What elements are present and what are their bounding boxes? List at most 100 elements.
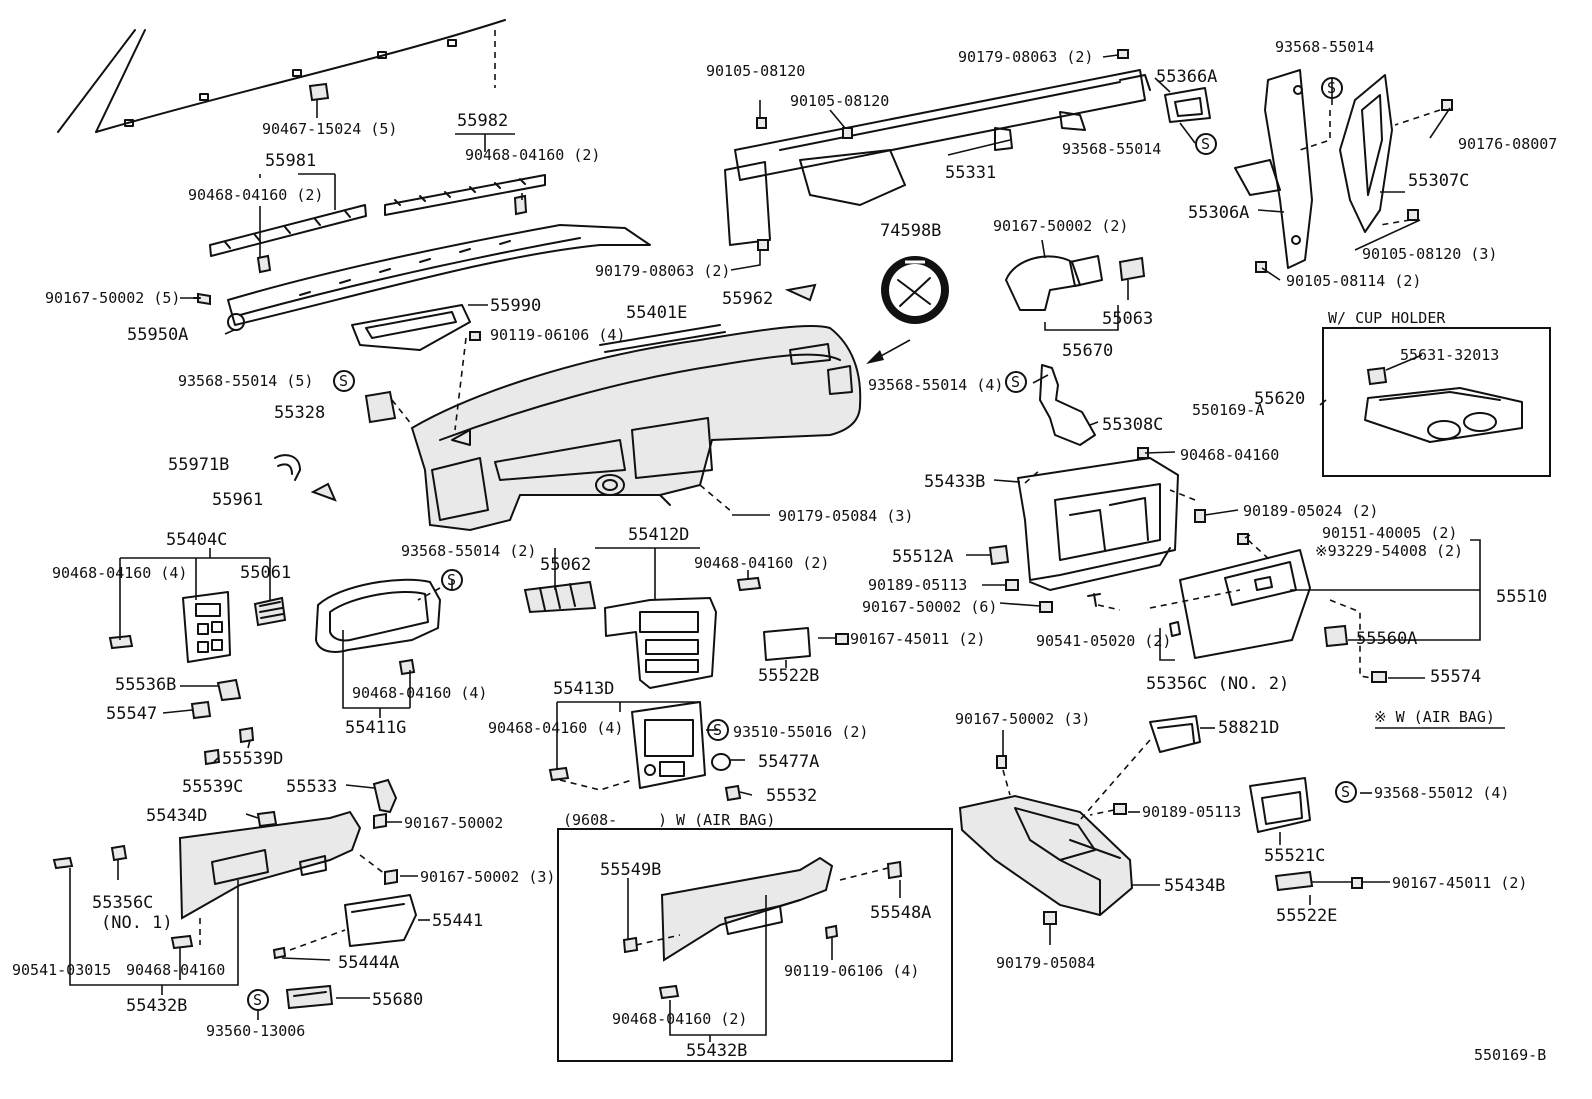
part-55432B-lower-finish-panel: [178, 810, 362, 920]
part-55061-vent: [253, 596, 287, 627]
part-55328-clip: [364, 390, 413, 426]
label-90468-04160b: 90468-04160: [126, 961, 225, 979]
part-55434D: [256, 810, 278, 828]
part-55962: [784, 283, 817, 302]
clip-90468-04160-center: [736, 576, 762, 592]
label-55413D: 55413D: [553, 679, 614, 699]
part-55680: [285, 984, 334, 1010]
bolt-90167-45011: [835, 633, 849, 645]
s-circle-letters: S S S S S S S S: [253, 79, 1350, 1009]
part-55533: [372, 778, 398, 814]
part-55444A: [272, 946, 287, 960]
label-90468-04160-2c: 90468-04160 (2): [694, 554, 829, 572]
s-letter: S: [1201, 135, 1210, 153]
clip-90467-15024: [308, 82, 330, 102]
part-55307C-bracket: [1339, 74, 1393, 233]
part-55521C: [1249, 777, 1311, 833]
part-55547: [190, 700, 212, 720]
label-55061: 55061: [240, 563, 291, 583]
airbag-warning-label-74598B: [866, 256, 949, 364]
label-55404C: 55404C: [166, 530, 227, 550]
part-55971B-hose: [274, 454, 301, 481]
label-93568-55014a: 93568-55014: [1062, 140, 1161, 158]
bolt-90119-06106: [469, 331, 481, 341]
s-letter: S: [447, 571, 456, 589]
label-90189-05113a: 90189-05113: [868, 576, 967, 594]
label-55356C-no1-b: (NO. 1): [101, 913, 173, 933]
label-90541-05020-2: 90541-05020 (2): [1036, 632, 1171, 650]
part-55441-coin-box: [344, 894, 417, 947]
part-55356C-no2: [1169, 621, 1181, 637]
label-90105-08120b: 90105-08120: [790, 92, 889, 110]
part-55063-relay: [1118, 256, 1146, 282]
label-90468-04160-4a: 90468-04160 (4): [52, 564, 187, 582]
s-letter: S: [1011, 373, 1020, 391]
label-90189-05113b: 90189-05113: [1142, 803, 1241, 821]
part-55574: [1371, 671, 1387, 683]
clip-90468-04160-left: [108, 634, 134, 650]
bolt-90167-50002-5: [193, 292, 211, 306]
label-58821D: 58821D: [1218, 718, 1279, 738]
label-55356C-no2: 55356C (NO. 2): [1146, 674, 1289, 694]
label-93568-55014-5: 93568-55014 (5): [178, 372, 313, 390]
label-55432B-a: 55432B: [126, 996, 187, 1016]
label-90167-50002-2: 90167-50002 (2): [993, 217, 1128, 235]
label-55441: 55441: [432, 911, 483, 931]
label-55411G: 55411G: [345, 718, 406, 738]
label-55533: 55533: [286, 777, 337, 797]
label-55574: 55574: [1430, 667, 1481, 687]
part-55306A-bracket: [1234, 69, 1313, 269]
label-55510: 55510: [1496, 587, 1547, 607]
part-55522B: [763, 627, 811, 661]
label-55522B: 55522B: [758, 666, 819, 686]
part-55434B-console-box: [958, 794, 1134, 917]
label-55547: 55547: [106, 704, 157, 724]
bolt-90167-45011-b: [1351, 877, 1363, 889]
part-55522E: [1274, 870, 1314, 892]
label-55306A: 55306A: [1188, 203, 1249, 223]
label-55962: 55962: [722, 289, 773, 309]
part-55510-glove-box-door: [1149, 549, 1311, 659]
label-90167-50002-3b: 90167-50002 (3): [955, 710, 1090, 728]
bolts-lower-left: [373, 812, 398, 886]
s-letter: S: [1327, 79, 1336, 97]
label-55512A: 55512A: [892, 547, 953, 567]
label-55444A: 55444A: [338, 953, 399, 973]
label-55063: 55063: [1102, 309, 1153, 329]
label-55680: 55680: [372, 990, 423, 1010]
part-55539C: [203, 748, 221, 766]
part-55308C-bracket: [1039, 364, 1096, 446]
part-55411G-cluster-finish-panel: [315, 578, 441, 676]
part-55990-panel: [351, 304, 471, 351]
label-55670: 55670: [1062, 341, 1113, 361]
part-number-labels: 90467-15024 (5) 55982 90468-04160 (2) 55…: [12, 38, 1557, 1064]
part-55536B: [216, 678, 242, 702]
s-letter: S: [713, 721, 722, 739]
part-55433B-glove-compartment-housing: [1017, 457, 1179, 591]
inset-title-b: ) W (AIR BAG): [658, 811, 775, 829]
part-55512A: [988, 544, 1010, 566]
part-55950A-defroster-duct: [227, 224, 651, 331]
s-letter: S: [253, 991, 262, 1009]
label-90468-04160-2b: 90468-04160 (2): [188, 186, 323, 204]
label-55548A: 55548A: [870, 903, 931, 923]
label-90179-08063-2a: 90179-08063 (2): [958, 48, 1093, 66]
cup-holder-title: W/ CUP HOLDER: [1328, 309, 1446, 327]
label-93568-55014-4: 93568-55014 (4): [868, 376, 1003, 394]
part-55560A: [1323, 624, 1349, 648]
label-90189-05024-2: 90189-05024 (2): [1243, 502, 1378, 520]
label-55401E: 55401E: [626, 303, 687, 323]
label-90468-04160-2a: 90468-04160 (2): [465, 146, 600, 164]
clip-90468-04160-4c: [548, 766, 570, 782]
bolts-90105-08120: [756, 49, 1129, 251]
label-55981: 55981: [265, 151, 316, 171]
label-93510-55016-2: 93510-55016 (2): [733, 723, 868, 741]
windshield-outline: [57, 19, 506, 133]
label-90105-08120-3: 90105-08120 (3): [1362, 245, 1497, 263]
diagram-footer-code: 550169-B: [1474, 1046, 1546, 1064]
label-55356C-no1-a: 55356C: [92, 893, 153, 913]
label-55307C: 55307C: [1408, 171, 1469, 191]
label-55062: 55062: [540, 555, 591, 575]
part-55062-center-vent: [523, 580, 597, 614]
part-55961: [310, 482, 337, 502]
